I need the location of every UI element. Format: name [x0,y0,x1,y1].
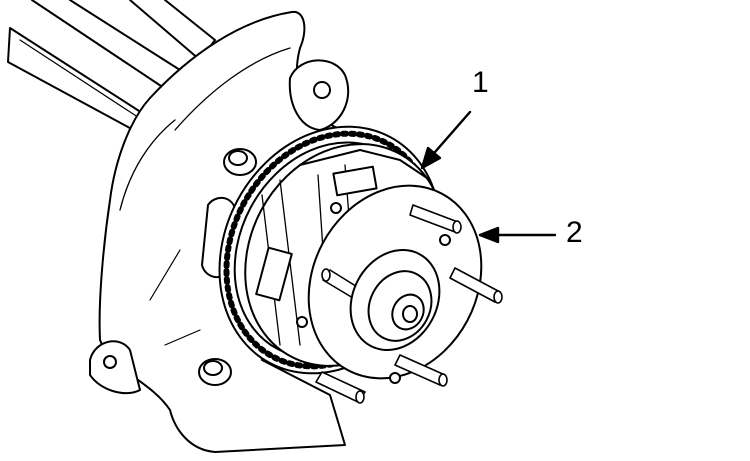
lower-mount-ear [89,340,141,395]
knuckle-bolt-upper [223,148,257,176]
wheel-stud [449,267,503,304]
suspension-arm [7,0,216,141]
wheel-stud [315,371,366,404]
callout-label-2: 2 [566,216,583,249]
callout-arrow-2 [478,226,557,244]
upper-mount-ear [288,59,350,131]
wheel-stud [409,204,462,234]
callout-arrow-1 [420,110,472,170]
knuckle-bolt-lower [198,358,232,386]
hub-center-pilot [349,249,441,351]
wheel-stud [394,354,448,387]
callout-label-1: 1 [472,66,489,99]
